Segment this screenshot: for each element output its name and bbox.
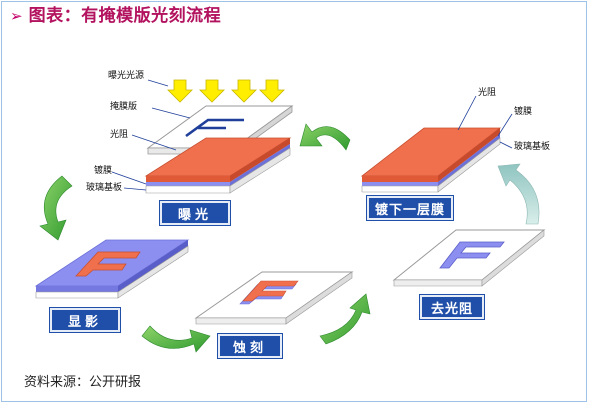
strip-pattern-f <box>439 241 505 269</box>
figure-title: 图表：有掩模版光刻流程 <box>28 6 222 26</box>
step-label-plating: 镀下一层膜 <box>367 196 453 220</box>
source-note: 资料来源：公开研报 <box>24 375 142 390</box>
step-label-develop: 显影 <box>50 308 120 332</box>
mask-pattern-f <box>185 118 244 138</box>
label-plating-left: 镀膜 <box>94 166 113 176</box>
arrow-etch-to-strip-icon <box>319 293 371 345</box>
etch-pattern-f <box>239 280 299 305</box>
develop-stack <box>34 239 190 299</box>
etch-stack <box>194 271 354 325</box>
label-glass-left: 玻璃基板 <box>86 183 123 193</box>
bullet-arrow-icon: ➢ <box>10 7 23 25</box>
arrow-strip-to-plating-icon <box>497 163 540 225</box>
step-label-exposure: 曝光 <box>160 201 230 225</box>
arrow-plating-to-exposure-icon <box>299 123 351 151</box>
annotation-leaders <box>111 79 513 191</box>
strip-stack <box>392 229 546 287</box>
label-glass-right: 玻璃基板 <box>514 142 551 152</box>
light-arrow-icon <box>167 79 193 103</box>
figure-header: ➢ 图表：有掩模版光刻流程 <box>10 6 221 26</box>
label-light-source: 曝光光源 <box>108 71 145 81</box>
step-label-etch: 蚀刻 <box>218 334 282 358</box>
plating-stack <box>360 127 502 193</box>
light-arrow-icon <box>199 79 225 103</box>
light-source-arrows <box>167 79 285 103</box>
flow-arrows <box>39 123 540 353</box>
develop-pattern-f <box>75 251 141 277</box>
light-arrow-icon <box>259 79 285 103</box>
light-arrow-icon <box>231 79 257 103</box>
label-photoresist-left: 光阻 <box>110 130 129 140</box>
arrow-develop-to-etch-icon <box>141 325 211 353</box>
label-plating-right: 镀膜 <box>514 107 533 117</box>
arrow-exposure-to-develop-icon <box>39 175 73 241</box>
exposure-stack <box>144 137 292 194</box>
label-photoresist-right: 光阻 <box>478 88 497 98</box>
label-mask: 掩膜版 <box>110 102 138 112</box>
step-label-strip: 去光阻 <box>420 295 484 319</box>
